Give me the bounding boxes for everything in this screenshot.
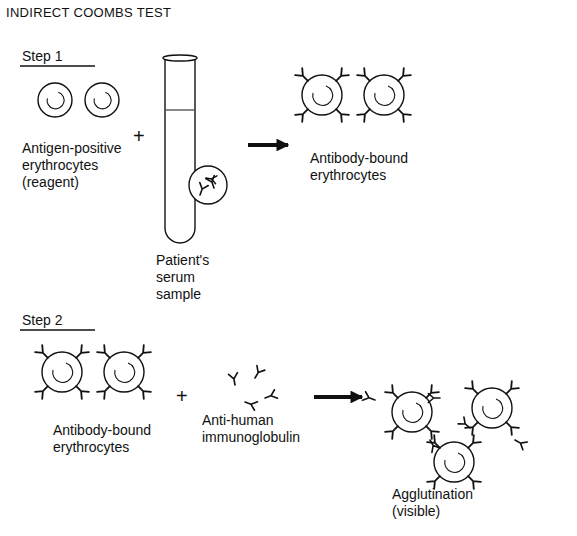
antibody-symbol (395, 106, 411, 122)
antibody-symbol (97, 345, 113, 361)
reaction-arrow (314, 395, 362, 399)
plus-sign: + (176, 384, 188, 408)
antibody-symbol (395, 68, 411, 84)
step-underline (20, 329, 95, 330)
antibody-symbol (295, 106, 311, 122)
antibody-symbol (423, 423, 439, 439)
figure-group: Agglutination (visible) (366, 372, 536, 524)
antibody-symbol (385, 385, 401, 401)
antibody-symbol (295, 68, 311, 84)
antibody-symbol (135, 383, 151, 399)
antibody-symbol (35, 383, 51, 399)
figure-caption: Patient's serum sample (156, 252, 240, 302)
erythrocyte-center (483, 399, 503, 418)
erythrocyte-center (47, 92, 64, 109)
figure-caption: Antibody-bound erythrocytes (310, 150, 415, 184)
antibody-symbol (73, 383, 89, 399)
step-heading: Step 1 (22, 48, 62, 65)
reaction-arrow (248, 143, 288, 147)
antibody-symbol (513, 436, 528, 450)
erythrocyte-center (445, 453, 465, 472)
antibody-symbol (333, 68, 349, 84)
figure-group: Anti-human immunoglobulin (196, 352, 310, 450)
antibody-symbol (426, 438, 440, 453)
antibody-symbol (357, 68, 373, 84)
cells (35, 68, 527, 489)
antibody-symbol (357, 106, 373, 122)
erythrocyte (85, 83, 119, 117)
erythrocyte-center (94, 92, 111, 109)
antibody-symbol (251, 366, 265, 381)
antibody-symbol (135, 345, 151, 361)
antibody-symbol (97, 383, 113, 399)
figure-group: Antibody-bound erythrocytes (292, 52, 419, 188)
figure-caption: Agglutination (visible) (392, 486, 492, 520)
antibody-symbol (428, 394, 440, 403)
magnifier-circle (189, 166, 227, 204)
antibody-symbol (423, 385, 439, 401)
antibody-symbol (35, 345, 51, 361)
figure-caption: Anti-human immunoglobulin (202, 412, 306, 446)
erythrocyte-center (403, 403, 423, 422)
antibody-symbol (465, 381, 481, 397)
antibody-symbol (73, 345, 89, 361)
antibody-symbol (263, 390, 277, 402)
antibody-symbol (205, 174, 217, 184)
antibody-symbol (362, 392, 376, 404)
diagram-title: INDIRECT COOMBS TEST (6, 5, 171, 21)
step-heading: Step 2 (22, 312, 62, 329)
antibody-symbol (196, 182, 208, 196)
antibody-symbol (229, 373, 240, 386)
antibody-symbol (333, 106, 349, 122)
erythrocyte-center (313, 86, 333, 105)
antibody-symbol (465, 435, 481, 451)
antibody-symbol (243, 398, 257, 410)
erythrocyte (38, 83, 72, 117)
erythrocyte-center (375, 86, 395, 105)
antibody-symbol (503, 381, 519, 397)
figure-group: Antibody-bound erythrocytes (35, 338, 170, 460)
test-tube (165, 58, 195, 243)
antibody-symbol (503, 419, 519, 435)
figure-caption: Antibody-bound erythrocytes (53, 422, 165, 456)
serum-level (166, 110, 194, 111)
figure-caption: Antigen-positive erythrocytes (reagent) (22, 140, 144, 190)
antibody-symbol (458, 417, 473, 431)
erythrocyte-center (115, 363, 135, 382)
antibody-symbol (427, 435, 443, 451)
figure-group: Antigen-positive erythrocytes (reagent) (18, 72, 148, 194)
plus-sign: + (133, 124, 145, 148)
antibody-symbol (385, 423, 401, 439)
erythrocyte-center (53, 363, 73, 382)
figure-group: Patient's serum sample (140, 40, 244, 306)
step-underline (20, 65, 95, 66)
tube-rim (163, 55, 197, 61)
